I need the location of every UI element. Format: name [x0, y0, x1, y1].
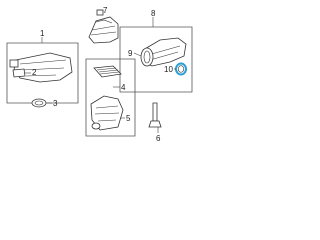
callout-7: 7 — [103, 6, 108, 15]
callout-9: 9 — [128, 49, 133, 58]
duct-assembly-box — [119, 26, 193, 93]
air-cleaner-cover-part — [88, 9, 119, 44]
air-cleaner-assembly-box — [6, 42, 79, 104]
callout-1: 1 — [40, 29, 45, 38]
housing-group-box — [85, 58, 136, 137]
callout-10: 10 — [164, 65, 173, 74]
bracket-part — [12, 68, 26, 78]
sensor-part — [148, 102, 162, 128]
callout-3: 3 — [53, 99, 58, 108]
lower-housing-part — [9, 52, 73, 83]
clamp-ring-part — [175, 62, 187, 76]
callout-5: 5 — [126, 114, 131, 123]
housing-base-part — [90, 95, 124, 131]
parts-diagram: 1 2 3 4 5 6 7 8 9 10 — [6, 6, 193, 143]
seal-grommet-part — [31, 98, 47, 108]
air-duct-part — [140, 37, 187, 67]
callout-8: 8 — [151, 9, 156, 18]
callout-6: 6 — [156, 134, 161, 143]
callout-2: 2 — [32, 68, 37, 77]
filter-element-part — [93, 65, 122, 78]
callout-4: 4 — [121, 83, 126, 92]
